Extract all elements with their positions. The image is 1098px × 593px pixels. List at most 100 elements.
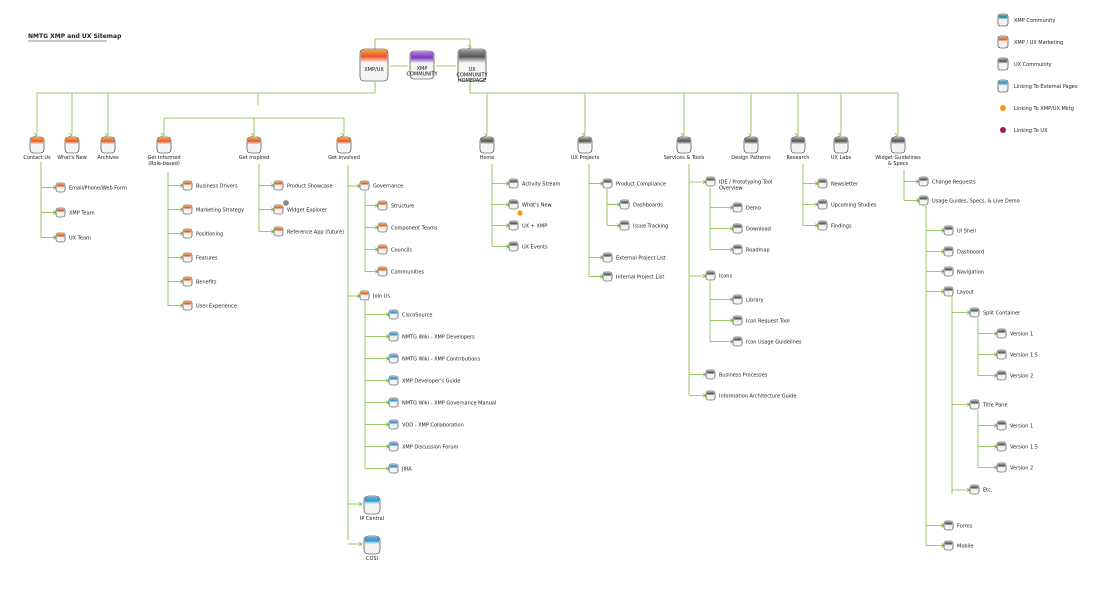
page-node-ip-central[interactable]: IP Central — [360, 495, 384, 522]
page-node-structure[interactable]: Structure — [377, 200, 414, 211]
page-node-xmp-developer-s-guide[interactable]: XMP Developer's Guide — [388, 375, 460, 386]
page-node-ux-events[interactable]: UX Events — [508, 241, 548, 252]
section-archives[interactable]: Archives — [97, 136, 119, 161]
page-tile-band — [157, 137, 171, 145]
page-node-ui-shell[interactable]: UI Shell — [943, 225, 976, 236]
page-node-newsletter[interactable]: Newsletter — [817, 178, 859, 189]
legend-swatch-band — [998, 58, 1008, 64]
page-node-governance[interactable]: Governance — [359, 180, 403, 191]
page-node-nmtg-wiki-xmp-governance-manual[interactable]: NMTG Wiki - XMP Governance Manual — [388, 397, 496, 408]
page-node-join-us[interactable]: Join Us — [359, 290, 390, 301]
node-label: Split Container — [983, 311, 1021, 317]
page-node-nmtg-wiki-xmp-developers[interactable]: NMTG Wiki - XMP Developers — [388, 331, 475, 342]
root-xmp-ux[interactable]: XMP/UX — [359, 48, 389, 82]
legend-item-linking-to-external-pages: Linking To External Pages — [997, 79, 1078, 93]
section-uxlabs[interactable]: UX Labs — [831, 136, 852, 161]
page-node-communities[interactable]: Communities — [377, 266, 424, 277]
page-node-user-experience[interactable]: User Experience — [182, 300, 237, 311]
section-informed[interactable]: Get Informed(Role-based) — [147, 136, 181, 167]
node-label: Governance — [373, 184, 403, 190]
node-label: External Project List — [616, 256, 666, 262]
page-node-issue-tracking[interactable]: Issue Tracking — [619, 220, 668, 231]
page-node-download[interactable]: Download — [732, 223, 771, 234]
page-node-demo[interactable]: Demo — [732, 202, 761, 213]
page-node-dashboards[interactable]: Dashboards — [619, 199, 663, 210]
legend-item-xmp-ux-marketing: XMP / UX Marketing — [997, 35, 1063, 49]
page-node-cosi[interactable]: COSI — [363, 535, 381, 562]
page-node-ux-xmp[interactable]: UX + XMP — [508, 220, 547, 231]
section-patterns[interactable]: Design Patterns — [731, 136, 771, 161]
page-node-version-2[interactable]: Version 2 — [996, 370, 1033, 381]
page-node-what-s-new[interactable]: What's New — [508, 199, 552, 210]
page-node-navigation[interactable]: Navigation — [943, 266, 984, 277]
page-node-version-1-5[interactable]: Version 1.5 — [996, 441, 1038, 452]
page-node-icon-request-tool[interactable]: Icon Request Tool — [732, 315, 790, 326]
page-tile-band — [834, 137, 848, 145]
section-projects[interactable]: UX Projects — [571, 136, 600, 161]
page-node-internal-project-list[interactable]: Internal Project List — [602, 271, 664, 282]
page-node-jira[interactable]: JIRA — [388, 463, 412, 474]
section-whatsnew[interactable]: What's New — [57, 136, 87, 161]
page-node-vod-xmp-collaboration[interactable]: VOD - XMP Collaboration — [388, 419, 464, 430]
page-node-title-pane[interactable]: Title Pane — [969, 399, 1007, 410]
section-research[interactable]: Research — [787, 136, 810, 161]
page-node-upcoming-studies[interactable]: Upcoming Studies — [817, 199, 877, 210]
section-contact[interactable]: Contact Us — [23, 136, 51, 161]
page-node-change-requests[interactable]: Change Requests — [918, 176, 976, 187]
page-node-version-1-5[interactable]: Version 1.5 — [996, 349, 1038, 360]
page-node-marketing-strategy[interactable]: Marketing Strategy — [182, 204, 244, 215]
page-node-email-phone-web-form[interactable]: Email/Phone/Web Form — [55, 182, 127, 193]
page-node-icons[interactable]: Icons — [705, 270, 732, 281]
section-inspired[interactable]: Get Inspired — [239, 136, 270, 161]
page-node-widget-explorer[interactable]: Widget Explorer — [273, 204, 328, 215]
page-node-business-drivers[interactable]: Business Drivers — [182, 180, 238, 191]
page-node-version-2[interactable]: Version 2 — [996, 462, 1033, 473]
page-node-activity-stream[interactable]: Activity Stream — [508, 178, 561, 189]
node-label: Navigation — [957, 270, 984, 276]
page-node-icon-usage-guidelines[interactable]: Icon Usage Guidelines — [732, 336, 802, 347]
page-node-findings[interactable]: Findings — [817, 220, 852, 231]
page-tile-band — [274, 205, 283, 210]
section-home[interactable]: Home — [480, 136, 495, 161]
page-node-benefits[interactable]: Benefits — [182, 276, 217, 287]
page-tile-band — [389, 310, 398, 315]
node-label: Reference App (future) — [287, 230, 344, 236]
page-node-business-processes[interactable]: Business Processes — [705, 369, 768, 380]
node-label: Get Involved — [328, 155, 360, 161]
page-node-nmtg-wiki-xmp-contributions[interactable]: NMTG Wiki - XMP Contributions — [388, 353, 480, 364]
page-node-split-container[interactable]: Split Container — [969, 307, 1021, 318]
page-node-ux-team[interactable]: UX Team — [55, 232, 91, 243]
page-node-positioning[interactable]: Positioning — [182, 228, 223, 239]
page-tile-band — [944, 287, 953, 292]
page-node-features[interactable]: Features — [182, 252, 218, 263]
legend-label: Linking To External Pages — [1014, 84, 1078, 90]
page-node-etc[interactable]: Etc. — [969, 484, 993, 495]
page-node-version-1[interactable]: Version 1 — [996, 420, 1033, 431]
page-node-library[interactable]: Library — [732, 294, 764, 305]
page-node-product-showcase[interactable]: Product Showcase — [273, 180, 333, 191]
page-node-component-teams[interactable]: Component Teams — [377, 222, 438, 233]
page-tile-band — [706, 391, 715, 396]
page-node-product-compliance[interactable]: Product Compliance — [602, 178, 666, 189]
page-node-layout[interactable]: Layout — [943, 286, 974, 297]
page-node-mobile[interactable]: Mobile — [943, 540, 973, 551]
page-node-external-project-list[interactable]: External Project List — [602, 252, 666, 263]
page-node-forms[interactable]: Forms — [943, 520, 973, 531]
page-node-version-1[interactable]: Version 1 — [996, 328, 1033, 339]
page-node-xmp-discussion-forum[interactable]: XMP Discussion Forum — [388, 441, 459, 452]
section-services[interactable]: Services & Tools — [664, 136, 705, 161]
page-node-xmp-team[interactable]: XMP Team — [55, 207, 95, 218]
page-node-councils[interactable]: Councils — [377, 244, 412, 255]
section-widget[interactable]: Widget Guidelines& Specs — [875, 136, 921, 167]
connector-arrow — [33, 132, 38, 138]
page-node-ciscosource[interactable]: CiscoSource — [388, 309, 432, 320]
page-node-information-architecture-guide[interactable]: Information Architecture Guide — [705, 390, 796, 401]
page-node-dashboard[interactable]: Dashboard — [943, 246, 984, 257]
page-node-usage-guides-specs-live-demo[interactable]: Usage Guides, Specs, & Live Demo — [918, 195, 1020, 206]
page-node-reference-app-future[interactable]: Reference App (future) — [273, 226, 344, 237]
page-node-roadmap[interactable]: Roadmap — [732, 244, 770, 255]
section-involved[interactable]: Get Involved — [328, 136, 360, 161]
